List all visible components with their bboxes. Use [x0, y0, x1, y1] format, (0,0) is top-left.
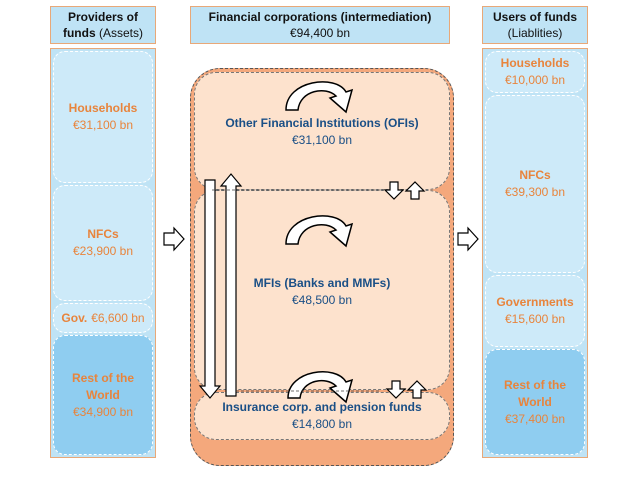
user-governments: Governments €15,600 bn	[485, 275, 585, 347]
flow-arrow-right-icon	[457, 226, 479, 252]
section-mfis-value: €48,500 bn	[291, 293, 353, 307]
provider-nfcs: NFCs €23,900 bn	[53, 185, 153, 301]
section-insurance-value: €14,800 bn	[291, 417, 353, 431]
provider-households: Households €31,100 bn	[53, 51, 153, 183]
users-column: Households €10,000 bn NFCs €39,300 bn Go…	[482, 48, 588, 458]
section-mfis-title: MFIs (Banks and MMFs)	[253, 276, 391, 290]
user-households: Households €10,000 bn	[485, 51, 585, 93]
user-governments-value: €15,600 bn	[504, 312, 566, 326]
small-arrow-up-insurance-icon	[406, 380, 428, 399]
small-arrow-up-ofis-icon	[404, 181, 426, 200]
section-ofis: Other Financial Institutions (OFIs) €31,…	[194, 72, 450, 190]
user-row-title: Rest of the World	[503, 377, 566, 409]
curve-arrow-ofis-icon	[285, 81, 354, 114]
user-nfcs: NFCs €39,300 bn	[485, 95, 585, 273]
users-header-title: Users of funds	[492, 10, 577, 24]
providers-header-subtitle: (Assets)	[95, 26, 143, 40]
center-header: Financial corporations (intermediation) …	[190, 6, 450, 44]
vertical-arrow-down-icon	[198, 179, 222, 399]
section-ofis-value: €31,100 bn	[291, 133, 353, 147]
provider-gov-title: Gov.	[61, 310, 88, 325]
user-households-value: €10,000 bn	[504, 73, 566, 87]
provider-row-title: Rest of the World	[71, 370, 134, 402]
section-insurance: Insurance corp. and pension funds €14,80…	[194, 392, 450, 440]
user-households-title: Households	[500, 56, 570, 70]
provider-gov-value: €6,600 bn	[91, 310, 145, 325]
providers-header: Providers of funds (Assets)	[50, 6, 156, 44]
curve-arrow-mfis-icon	[285, 215, 354, 248]
users-header: Users of funds (Liablities)	[482, 6, 588, 44]
providers-header-title: Providers of	[67, 10, 139, 24]
vertical-arrow-up-icon	[219, 173, 243, 397]
small-arrow-down-insurance-icon	[385, 380, 407, 399]
user-row-value: €37,400 bn	[504, 411, 566, 426]
section-mfis: MFIs (Banks and MMFs) €48,500 bn	[194, 190, 450, 390]
user-rest-of-world: Rest of the World €37,400 bn	[485, 349, 585, 455]
provider-row-value: €34,900 bn	[72, 404, 134, 419]
user-nfcs-title: NFCs	[519, 168, 551, 182]
flow-arrow-left-icon	[163, 226, 185, 252]
curve-arrow-insurance-icon	[287, 371, 354, 404]
provider-households-title: Households	[68, 101, 138, 115]
center-header-value: €94,400 bn	[289, 26, 351, 40]
providers-column: Households €31,100 bn NFCs €23,900 bn Go…	[50, 48, 156, 458]
provider-nfcs-title: NFCs	[87, 227, 119, 241]
section-insurance-title: Insurance corp. and pension funds	[222, 400, 422, 414]
provider-households-value: €31,100 bn	[72, 118, 134, 132]
provider-nfcs-value: €23,900 bn	[72, 244, 134, 258]
providers-header-title-2: funds	[62, 26, 96, 40]
section-ofis-title: Other Financial Institutions (OFIs)	[225, 116, 419, 130]
users-header-subtitle: (Liablities)	[507, 26, 563, 40]
user-nfcs-value: €39,300 bn	[504, 185, 566, 199]
small-arrow-down-ofis-icon	[383, 181, 405, 200]
center-header-title: Financial corporations (intermediation)	[208, 10, 432, 24]
user-governments-title: Governments	[496, 295, 574, 309]
provider-rest-of-world: Rest of the World €34,900 bn	[53, 335, 153, 455]
provider-gov: Gov. €6,600 bn	[53, 303, 153, 333]
